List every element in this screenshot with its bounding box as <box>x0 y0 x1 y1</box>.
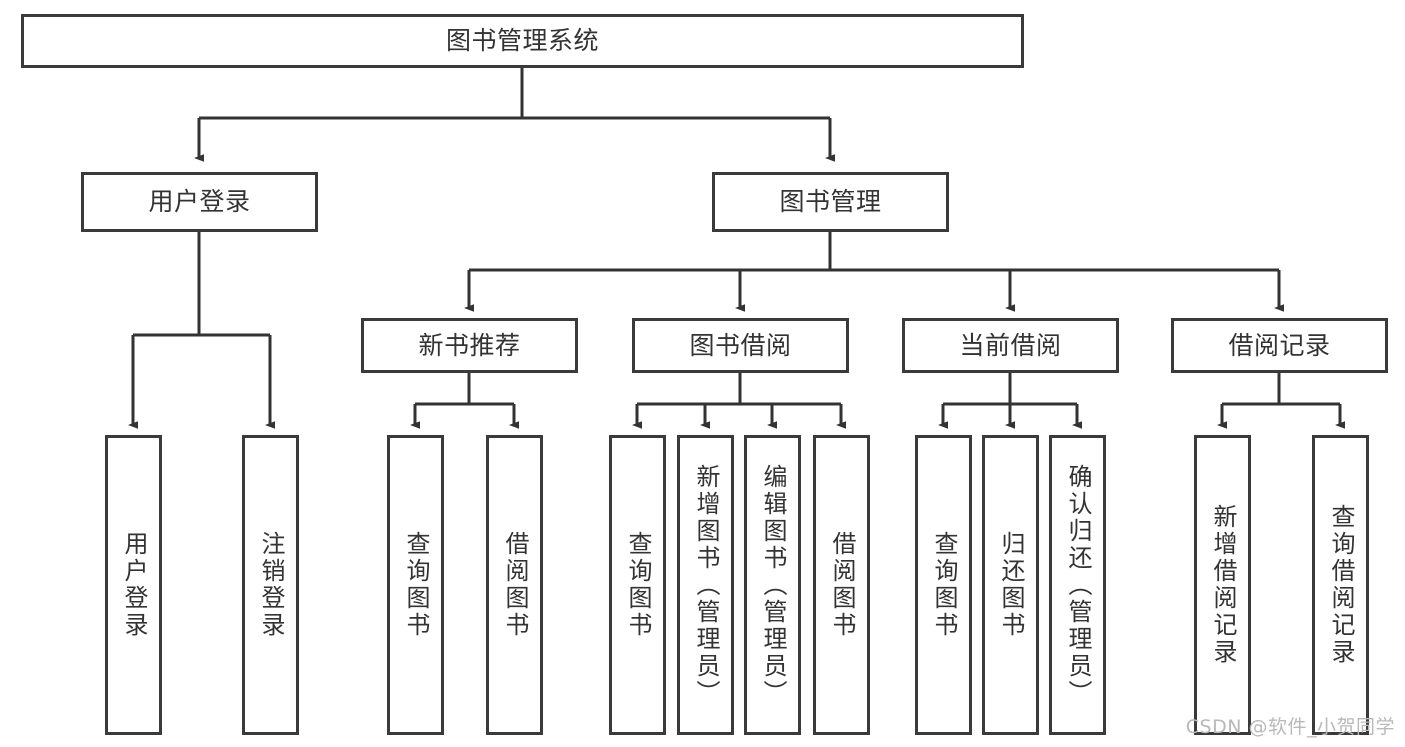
leaf-query-book-borrow[interactable]: 查询图书 <box>609 435 666 735</box>
node-label: 新增借阅记录 <box>1208 504 1237 666</box>
node-root-system[interactable]: 图书管理系统 <box>21 14 1024 68</box>
node-label: 查询图书 <box>401 531 430 639</box>
watermark: CSDN @软件_小贺同学 <box>1185 716 1395 738</box>
node-label: 当前借阅 <box>959 330 1062 360</box>
leaf-query-book-new[interactable]: 查询图书 <box>387 435 444 735</box>
node-new-book-recommend[interactable]: 新书推荐 <box>361 318 578 373</box>
node-label: 图书管理系统 <box>445 26 599 56</box>
leaf-edit-book-admin[interactable]: 编辑图书（管理员） <box>744 435 801 735</box>
node-label: 查询借阅记录 <box>1326 504 1355 666</box>
leaf-return-book[interactable]: 归还图书 <box>982 435 1039 735</box>
leaf-borrow-book-new[interactable]: 借阅图书 <box>486 435 543 735</box>
leaf-borrow-book[interactable]: 借阅图书 <box>813 435 870 735</box>
node-label: 查询图书 <box>623 531 652 639</box>
leaf-user-logout[interactable]: 注销登录 <box>242 435 299 735</box>
node-current-borrow[interactable]: 当前借阅 <box>902 318 1119 373</box>
node-label: 借阅图书 <box>827 531 856 639</box>
node-label: 归还图书 <box>996 531 1025 639</box>
leaf-add-borrow-record[interactable]: 新增借阅记录 <box>1194 435 1251 735</box>
node-label: 图书借阅 <box>689 330 792 360</box>
leaf-confirm-return-admin[interactable]: 确认归还（管理员） <box>1049 435 1106 735</box>
node-label: 查询图书 <box>929 531 958 639</box>
node-label: 借阅图书 <box>500 531 529 639</box>
node-book-management[interactable]: 图书管理 <box>712 172 949 232</box>
leaf-query-borrow-record[interactable]: 查询借阅记录 <box>1312 435 1369 735</box>
node-label: 新书推荐 <box>418 330 521 360</box>
node-label: 用户登录 <box>119 531 148 639</box>
node-label: 用户登录 <box>148 187 251 217</box>
node-label: 注销登录 <box>256 531 285 639</box>
leaf-user-login[interactable]: 用户登录 <box>105 435 162 735</box>
node-user-login[interactable]: 用户登录 <box>81 172 318 232</box>
node-label: 图书管理 <box>779 187 882 217</box>
node-label: 新增图书（管理员） <box>691 463 720 707</box>
node-book-borrow[interactable]: 图书借阅 <box>632 318 849 373</box>
leaf-query-book-current[interactable]: 查询图书 <box>915 435 972 735</box>
node-label: 借阅记录 <box>1228 330 1331 360</box>
leaf-add-book-admin[interactable]: 新增图书（管理员） <box>677 435 734 735</box>
node-borrow-record[interactable]: 借阅记录 <box>1171 318 1388 373</box>
node-label: 确认归还（管理员） <box>1063 463 1092 707</box>
node-label: 编辑图书（管理员） <box>758 463 787 707</box>
